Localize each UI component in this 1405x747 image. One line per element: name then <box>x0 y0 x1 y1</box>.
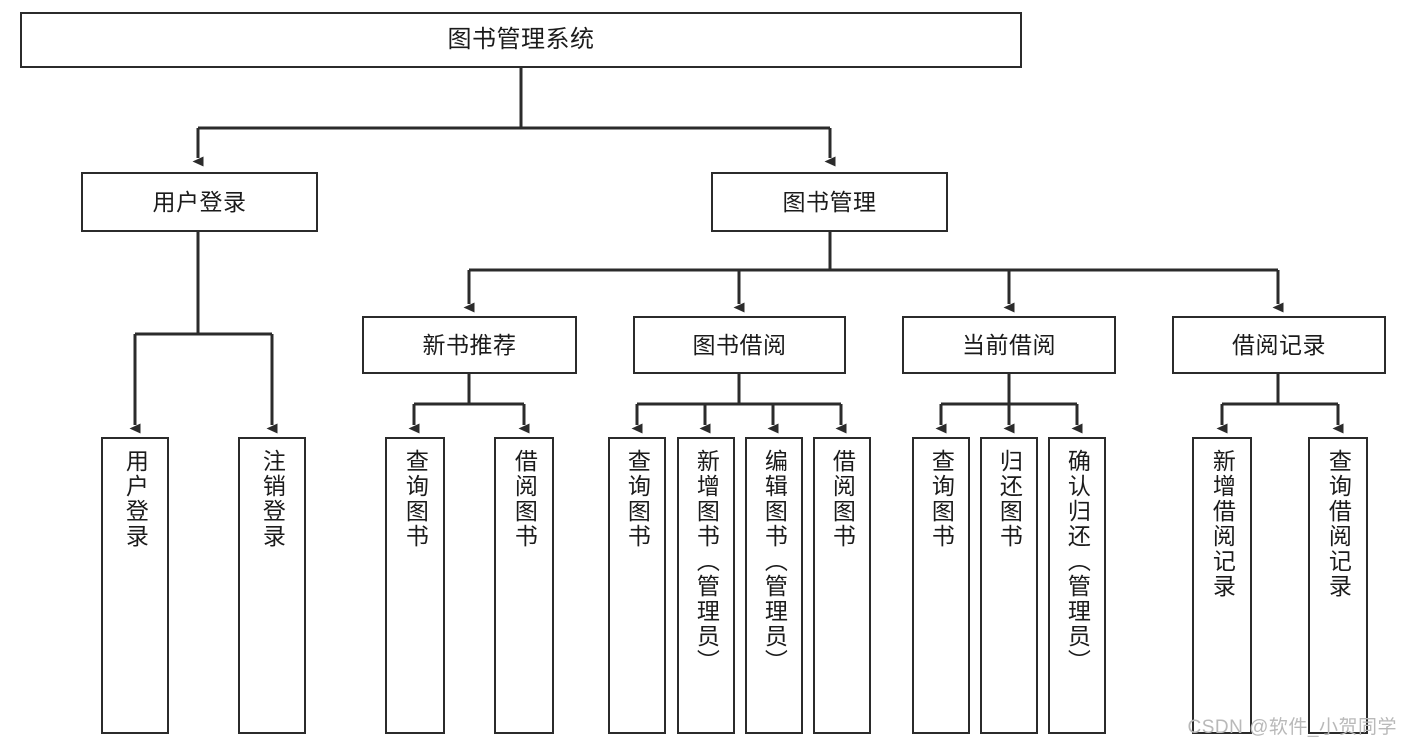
node-new-book-recommend-label: 新书推荐 <box>422 331 517 358</box>
node-new-book-recommend[interactable]: 新书推荐 <box>362 316 577 374</box>
node-leaf-query-book-2-label: 查询图书 <box>624 449 651 549</box>
csdn-watermark: CSDN @软件_小贺同学 <box>1187 717 1397 738</box>
node-leaf-user-login[interactable]: 用户登录 <box>101 437 169 734</box>
node-leaf-query-record-label: 查询借阅记录 <box>1325 449 1352 599</box>
node-leaf-add-record-label: 新增借阅记录 <box>1209 449 1236 599</box>
node-leaf-add-record[interactable]: 新增借阅记录 <box>1192 437 1252 734</box>
node-current-borrow[interactable]: 当前借阅 <box>902 316 1116 374</box>
node-root[interactable]: 图书管理系统 <box>20 12 1022 68</box>
node-leaf-borrow-book-2[interactable]: 借阅图书 <box>813 437 871 734</box>
node-leaf-user-logout[interactable]: 注销登录 <box>238 437 306 734</box>
node-leaf-edit-book-label: 编辑图书（管理员） <box>761 449 788 674</box>
node-leaf-edit-book[interactable]: 编辑图书（管理员） <box>745 437 803 734</box>
node-leaf-return-book[interactable]: 归还图书 <box>980 437 1038 734</box>
node-borrow-record-label: 借阅记录 <box>1232 331 1326 358</box>
node-book-manage-label: 图书管理 <box>782 188 877 215</box>
node-leaf-add-book-label: 新增图书（管理员） <box>693 449 720 674</box>
node-book-borrow[interactable]: 图书借阅 <box>633 316 846 374</box>
node-leaf-borrow-book-2-label: 借阅图书 <box>829 449 856 549</box>
node-leaf-query-book-1[interactable]: 查询图书 <box>385 437 445 734</box>
node-leaf-borrow-book-1[interactable]: 借阅图书 <box>494 437 554 734</box>
node-leaf-query-book-1-label: 查询图书 <box>402 449 429 549</box>
node-user-login-label: 用户登录 <box>152 188 247 215</box>
node-user-login[interactable]: 用户登录 <box>81 172 318 232</box>
node-leaf-borrow-book-1-label: 借阅图书 <box>511 449 538 549</box>
node-leaf-user-logout-label: 注销登录 <box>259 449 286 549</box>
node-leaf-query-book-3[interactable]: 查询图书 <box>912 437 970 734</box>
node-current-borrow-label: 当前借阅 <box>962 331 1056 358</box>
node-book-manage[interactable]: 图书管理 <box>711 172 948 232</box>
node-leaf-return-book-label: 归还图书 <box>996 449 1023 549</box>
node-leaf-confirm-return[interactable]: 确认归还（管理员） <box>1048 437 1106 734</box>
node-leaf-confirm-return-label: 确认归还（管理员） <box>1064 449 1091 674</box>
node-leaf-query-record[interactable]: 查询借阅记录 <box>1308 437 1368 734</box>
node-leaf-add-book[interactable]: 新增图书（管理员） <box>677 437 735 734</box>
node-root-label: 图书管理系统 <box>447 26 595 54</box>
node-leaf-query-book-2[interactable]: 查询图书 <box>608 437 666 734</box>
node-book-borrow-label: 图书借阅 <box>692 331 787 358</box>
node-borrow-record[interactable]: 借阅记录 <box>1172 316 1386 374</box>
node-leaf-user-login-label: 用户登录 <box>122 449 149 549</box>
node-leaf-query-book-3-label: 查询图书 <box>928 449 955 549</box>
